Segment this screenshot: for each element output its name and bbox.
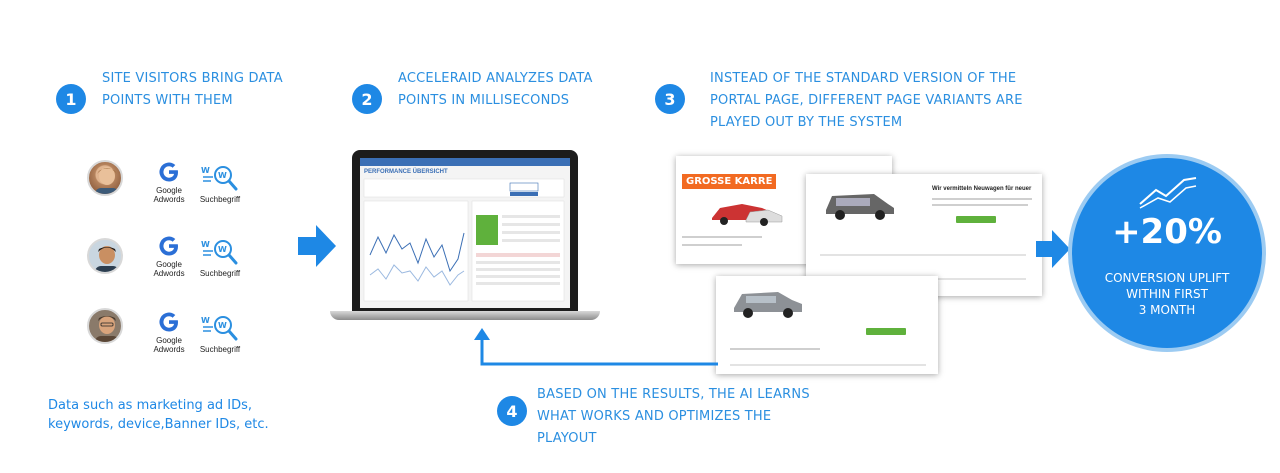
page-variant-headline: Wir vermitteln Neuwagen für neuer (932, 186, 1032, 192)
visitor-avatar (87, 160, 123, 196)
step-3-line-2: PORTAL PAGE, DIFFERENT PAGE VARIANTS ARE (710, 93, 1023, 108)
svg-text:W: W (218, 321, 227, 330)
page-variant-front (716, 276, 938, 374)
step-2-text: ACCELERAID ANALYZES DATA POINTS IN MILLI… (398, 68, 593, 112)
google-icon (159, 312, 178, 332)
google-label-line-1: Google (156, 336, 182, 345)
trend-line-icon (1139, 177, 1197, 209)
dashboard-chart (363, 178, 565, 302)
svg-text:W: W (218, 171, 227, 180)
search-magnifier-icon: W W (201, 316, 238, 341)
arrow-right-icon (1036, 230, 1070, 268)
step-2-number: 2 (352, 84, 382, 114)
search-term-label: Suchbegriff (199, 345, 241, 354)
page-text-line (932, 204, 1028, 206)
dashboard-nav (360, 158, 570, 166)
google-label-line-2: Adwords (153, 269, 185, 278)
step-4-number: 4 (497, 396, 527, 426)
result-label-line-1: CONVERSION UPLIFT (1104, 271, 1230, 285)
arrow-right-icon (298, 225, 336, 267)
step-2-line-1: ACCELERAID ANALYZES DATA (398, 71, 593, 86)
search-magnifier-icon: W W (201, 166, 238, 191)
google-icon (159, 162, 178, 182)
suv-image-icon (826, 194, 894, 220)
footnote-line-2: keywords, device,Banner IDs, etc. (48, 417, 269, 432)
page-variant-cta-button (956, 216, 996, 223)
page-text-line (682, 244, 742, 246)
step-3-line-1: INSTEAD OF THE STANDARD VERSION OF THE (710, 71, 1017, 86)
conversion-uplift-value: +20% (1112, 212, 1222, 252)
step-4-line-1: BASED ON THE RESULTS, THE AI LEARNS (537, 387, 810, 402)
google-adwords-label: Google Adwords (147, 336, 191, 354)
conversion-uplift-label: CONVERSION UPLIFT WITHIN FIRST 3 MONTH (1082, 270, 1252, 318)
step-4-line-3: PLAYOUT (537, 431, 597, 446)
page-text-line (730, 348, 820, 350)
visitor-avatar (87, 308, 123, 344)
page-variant-banner: GROSSE KARRE (682, 174, 777, 189)
wagon-image-icon (734, 292, 802, 318)
car-image-icon (712, 204, 783, 226)
laptop-base (330, 311, 600, 320)
step-3-line-3: PLAYED OUT BY THE SYSTEM (710, 115, 903, 130)
page-text-line (730, 364, 926, 366)
step-1-number: 1 (56, 84, 86, 114)
step-4-text: BASED ON THE RESULTS, THE AI LEARNS WHAT… (537, 384, 810, 450)
svg-text:W: W (201, 240, 210, 249)
google-label-line-1: Google (156, 186, 182, 195)
search-term-label: Suchbegriff (199, 195, 241, 204)
step-2-line-2: POINTS IN MILLISECONDS (398, 93, 570, 108)
data-points-footnote: Data such as marketing ad IDs, keywords,… (48, 396, 288, 434)
footnote-line-1: Data such as marketing ad IDs, (48, 398, 253, 413)
dashboard-display: PERFORMANCE ÜBERSICHT (360, 158, 570, 308)
page-variant-cta-button (866, 328, 906, 335)
svg-text:W: W (201, 316, 210, 325)
search-magnifier-icon: W W (201, 240, 238, 265)
google-adwords-label: Google Adwords (147, 186, 191, 204)
step-1-line-2: POINTS WITH THEM (102, 93, 233, 108)
dashboard-title: PERFORMANCE ÜBERSICHT (364, 169, 448, 175)
visitor-avatar (87, 238, 123, 274)
step-3-number: 3 (655, 84, 685, 114)
step-3-text: INSTEAD OF THE STANDARD VERSION OF THE P… (710, 68, 1023, 134)
google-label-line-2: Adwords (153, 345, 185, 354)
google-adwords-label: Google Adwords (147, 260, 191, 278)
page-text-line (682, 236, 762, 238)
step-1-line-1: SITE VISITORS BRING DATA (102, 71, 283, 86)
google-label-line-2: Adwords (153, 195, 185, 204)
page-text-line (820, 254, 1026, 256)
step-4-line-2: WHAT WORKS AND OPTIMIZES THE (537, 409, 772, 424)
google-label-line-1: Google (156, 260, 182, 269)
laptop-screen: PERFORMANCE ÜBERSICHT (352, 150, 578, 312)
arrow-loop-back-icon (474, 328, 718, 366)
svg-text:W: W (218, 245, 227, 254)
laptop-dashboard: PERFORMANCE ÜBERSICHT (330, 150, 600, 322)
google-icon (159, 236, 178, 256)
step-1-text: SITE VISITORS BRING DATA POINTS WITH THE… (102, 68, 283, 112)
result-label-line-3: 3 MONTH (1138, 303, 1196, 317)
conversion-result-circle: +20% CONVERSION UPLIFT WITHIN FIRST 3 MO… (1072, 158, 1262, 348)
result-label-line-2: WITHIN FIRST (1126, 287, 1208, 301)
page-text-line (932, 198, 1032, 200)
page-variant-middle: Wir vermitteln Neuwagen für neuer (806, 174, 1042, 296)
svg-text:W: W (201, 166, 210, 175)
search-term-label: Suchbegriff (199, 269, 241, 278)
